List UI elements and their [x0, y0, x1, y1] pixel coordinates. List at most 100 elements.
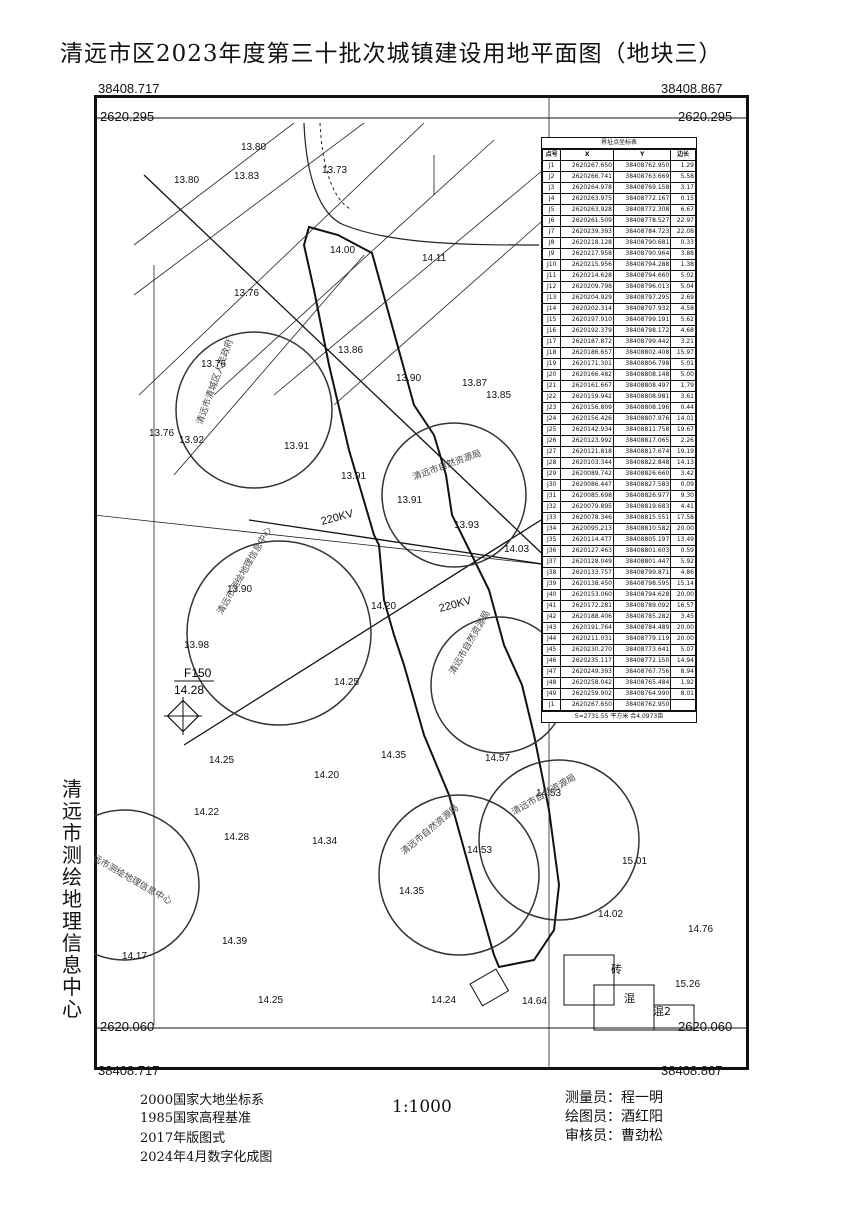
- houses: [469, 954, 695, 1031]
- coordinate-cell: 3.88: [670, 248, 696, 260]
- elev-label: 14.24: [431, 995, 456, 1006]
- coordinate-cell: 38408802.408: [612, 347, 672, 359]
- elev-label: 14.00: [330, 245, 355, 256]
- coordinate-cell: J42: [541, 611, 562, 623]
- coordinate-cell: J3: [541, 182, 562, 194]
- side-char: 清: [62, 777, 82, 801]
- house-label: 砖: [611, 962, 622, 976]
- coordinate-cell: 2620258.042: [560, 677, 614, 689]
- elev-label: 14.35: [381, 750, 406, 761]
- coordinate-cell: 38408794.660: [612, 270, 672, 282]
- stamp-circle-1: [175, 331, 333, 489]
- coordinate-cell: 38408762.950: [612, 160, 672, 172]
- coordinate-cell: 1.92: [670, 677, 696, 689]
- block-elev: 14.28: [174, 683, 204, 697]
- coordinate-cell: J49: [541, 688, 562, 700]
- coordinate-cell: 2620095.213: [560, 523, 614, 535]
- coordinate-cell: 2620138.450: [560, 578, 614, 590]
- coordinate-cell: 38408808.981: [612, 391, 672, 403]
- coordinate-cell: 5.00: [670, 369, 696, 381]
- coordinate-cell: 38408808.148: [612, 369, 672, 381]
- coordinate-cell: 2620086.447: [560, 479, 614, 491]
- coordinate-cell: 2620192.379: [560, 325, 614, 337]
- coordinate-cell: 4.86: [670, 567, 696, 579]
- elev-label: 14.57: [485, 753, 510, 764]
- coordinate-cell: J17: [541, 336, 562, 348]
- coordinate-cell: 20.00: [670, 589, 696, 601]
- coordinate-cell: 38408773.641: [612, 644, 672, 656]
- coordinate-cell: 2620123.992: [560, 435, 614, 447]
- coordinate-cell: 2620267.650: [560, 160, 614, 172]
- coordinate-cell: 2620078.346: [560, 512, 614, 524]
- coordinate-cell: 38408778.527: [612, 215, 672, 227]
- coordinate-cell: 38408796.013: [612, 281, 672, 293]
- elev-label: 13.90: [227, 584, 252, 595]
- area-summary: S=2731.55 平方米 合4.0973亩: [542, 711, 696, 722]
- coordinate-cell: 2620197.910: [560, 314, 614, 326]
- elev-label: 13.80: [174, 175, 199, 186]
- elev-label: 14.76: [688, 924, 713, 935]
- footer-line-1: 2000国家大地坐标系: [140, 1093, 265, 1108]
- corner-y-top-left: 2620.295: [100, 109, 155, 124]
- coordinate-cell: 38408805.197: [612, 534, 672, 546]
- coordinate-cell: 38408826.977: [612, 490, 672, 502]
- coordinate-cell: 4.68: [670, 325, 696, 337]
- coordinate-cell: J29: [541, 468, 562, 480]
- coordinate-cell: 38408790.964: [612, 248, 672, 260]
- elev-label: 14.25: [334, 677, 359, 688]
- coordinate-cell: 14.94: [670, 655, 696, 667]
- coordinate-cell: 8.94: [670, 666, 696, 678]
- coordinate-cell: 38408819.683: [612, 501, 672, 513]
- stamp-circle-5: [478, 759, 640, 921]
- coordinate-cell: 2620235.117: [560, 655, 614, 667]
- side-agency-text: 清远市测绘地理信息中心: [58, 778, 86, 1020]
- side-char: 绘: [62, 865, 82, 889]
- elev-label: 14.53: [536, 788, 561, 799]
- stamp-text: 清远市自然资源局: [510, 771, 578, 817]
- coordinate-cell: 2620263.928: [560, 204, 614, 216]
- coordinate-cell: 2620214.628: [560, 270, 614, 282]
- side-char: 地: [62, 887, 82, 911]
- coordinate-cell: J1: [541, 699, 562, 711]
- coordinate-cell: J39: [541, 578, 562, 590]
- coordinate-cell: 19.19: [670, 446, 696, 458]
- stamp-text: 清远市自然资源局: [398, 802, 461, 857]
- coordinate-cell: J40: [541, 589, 562, 601]
- coordinate-cell: 2620128.049: [560, 556, 614, 568]
- coordinate-cell: J45: [541, 644, 562, 656]
- coordinate-cell: 2620217.958: [560, 248, 614, 260]
- coordinate-cell: 2620172.281: [560, 600, 614, 612]
- coordinate-cell: 20.00: [670, 622, 696, 634]
- coordinate-cell: 38408797.295: [612, 292, 672, 304]
- elev-label: 14.34: [312, 836, 337, 847]
- coordinate-cell: 38408799.871: [612, 567, 672, 579]
- coordinate-cell: 2620188.406: [560, 611, 614, 623]
- coordinate-cell: 16.57: [670, 600, 696, 612]
- power-lines: [143, 174, 555, 746]
- coordinate-cell: 8.01: [670, 688, 696, 700]
- coordinate-cell: 14.01: [670, 413, 696, 425]
- elev-label: 15.01: [622, 856, 647, 867]
- coordinate-cell: 2620191.764: [560, 622, 614, 634]
- house-label: 混2: [653, 1005, 671, 1018]
- coordinate-cell: 2.26: [670, 435, 696, 447]
- side-char: 理: [62, 909, 82, 933]
- coordinate-cell: J21: [541, 380, 562, 392]
- coordinate-cell: 2620187.872: [560, 336, 614, 348]
- coordinate-cell: 38408772.150: [612, 655, 672, 667]
- stamp-circle-3: [186, 540, 372, 726]
- coordinate-cell: 5.07: [670, 644, 696, 656]
- header-cell: 点号: [541, 149, 562, 161]
- coordinate-cell: J19: [541, 358, 562, 370]
- house-label: 混: [624, 992, 635, 1005]
